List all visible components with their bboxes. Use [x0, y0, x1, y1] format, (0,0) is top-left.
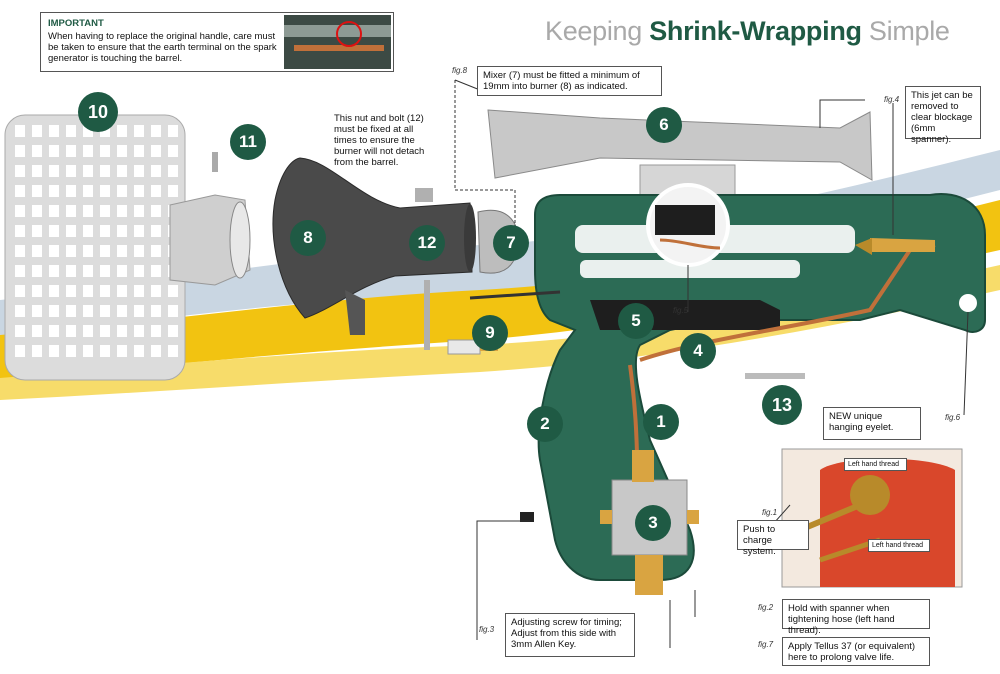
part-badge-2: 2: [527, 406, 563, 442]
title-pre: Keeping: [545, 16, 650, 46]
left-hand-thread-label-2: Left hand thread: [868, 539, 930, 552]
hanging-eyelet-callout: NEW unique hanging eyelet.: [823, 407, 921, 440]
fig8-label: fig.8: [452, 66, 468, 75]
part-badge-1: 1: [643, 404, 679, 440]
important-text: When having to replace the original hand…: [48, 31, 277, 64]
part-badge-10: 10: [78, 92, 118, 132]
part-badge-5: 5: [618, 303, 654, 339]
part-badge-6: 6: [646, 107, 682, 143]
fig8-callout: Mixer (7) must be fitted a minimum of 19…: [477, 66, 662, 96]
tellus-callout: Apply Tellus 37 (or equivalent) here to …: [782, 637, 930, 666]
part-badge-7: 7: [493, 225, 529, 261]
important-notice: IMPORTANT When having to replace the ori…: [40, 12, 394, 72]
nut-bolt-note: This nut and bolt (12) must be fixed at …: [334, 113, 425, 168]
title-post: Simple: [861, 16, 950, 46]
leader-lines: [454, 79, 969, 648]
earth-terminal-photo: [284, 15, 391, 69]
fig2-label: fig.2: [758, 603, 774, 612]
part-badge-11: 11: [230, 124, 266, 160]
part-badge-4: 4: [680, 333, 716, 369]
part-badge-9: 9: [472, 315, 508, 351]
part-badge-13: 13: [762, 385, 802, 425]
cylinder-photo: [781, 448, 963, 588]
fig3-label: fig.3: [479, 625, 495, 634]
title-bold: Shrink-Wrapping: [649, 16, 862, 46]
fig7-label: fig.7: [758, 640, 774, 649]
spanner-callout: Hold with spanner when tightening hose (…: [782, 599, 930, 636]
page-title: Keeping Shrink-Wrapping Simple: [545, 16, 950, 47]
grille-cage: [4, 114, 251, 381]
tube: [487, 109, 873, 196]
burner: [272, 157, 476, 335]
important-title: IMPORTANT: [48, 18, 104, 29]
part-badge-12: 12: [409, 225, 445, 261]
fig6-label: fig.6: [945, 413, 961, 422]
fig5-label: fig.5: [673, 306, 689, 315]
fig4-label: fig.4: [884, 95, 900, 104]
push-to-charge-callout: Push to charge system.: [737, 520, 809, 557]
fig1-label: fig.1: [762, 508, 778, 517]
part-badge-8: 8: [290, 220, 326, 256]
fig4-callout: This jet can be removed to clear blockag…: [905, 86, 981, 145]
part-badge-3: 3: [635, 505, 671, 541]
adjusting-screw-callout: Adjusting screw for timing; Adjust from …: [505, 613, 635, 657]
left-hand-thread-label-1: Left hand thread: [844, 458, 907, 471]
